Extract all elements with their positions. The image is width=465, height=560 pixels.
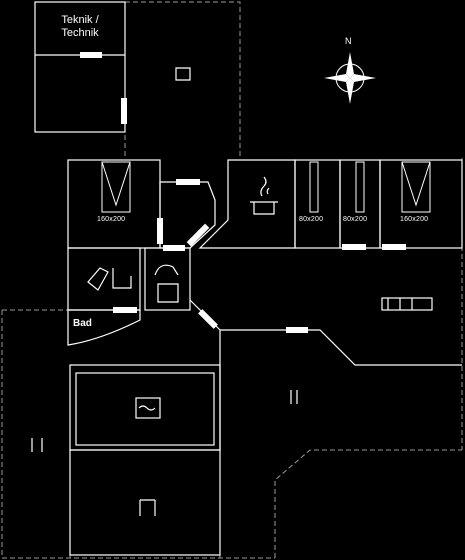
windows <box>31 67 298 516</box>
door-icon <box>113 307 137 313</box>
technik-room <box>34 1 126 133</box>
door-icon <box>186 223 210 247</box>
sofa-icon <box>381 297 433 311</box>
pool-hall <box>69 364 221 451</box>
sink-icon <box>87 267 132 291</box>
bath-room <box>67 309 141 346</box>
toilet-icon <box>154 264 179 303</box>
bedroom-2 <box>339 159 381 249</box>
bed-size-label: 160x200 <box>400 216 429 223</box>
window-icon <box>175 67 191 81</box>
beds <box>101 161 431 213</box>
doors <box>80 52 406 333</box>
kitchen <box>198 159 296 249</box>
bed-icon <box>355 161 365 213</box>
bed-size-label: 80x200 <box>343 216 368 223</box>
door-icon <box>286 327 308 333</box>
door-icon <box>198 309 218 329</box>
wc-room <box>144 247 191 311</box>
lower-room <box>69 449 221 556</box>
walls <box>34 1 463 556</box>
door-icon <box>342 244 366 250</box>
door-icon <box>163 245 185 251</box>
bad-label: Bad <box>73 318 92 329</box>
bed-size-label: 80x200 <box>299 216 324 223</box>
hallway <box>159 181 216 249</box>
pool-icon <box>135 397 161 419</box>
bed-icon <box>309 161 319 213</box>
technik-label-line2: Technik <box>61 27 99 39</box>
bedroom-3 <box>379 159 463 249</box>
bed-icon <box>101 161 131 213</box>
technik-label: Teknik / Technik <box>45 14 115 40</box>
technik-label-line1: Teknik / <box>61 14 99 26</box>
pool-basin <box>75 372 215 446</box>
window-icon <box>290 390 298 404</box>
window-icon <box>139 499 156 516</box>
door-icon <box>157 218 163 244</box>
cooking-pot-icon <box>250 176 278 215</box>
door-icon <box>80 52 102 58</box>
compass-rose-icon <box>324 52 376 104</box>
door-icon <box>382 244 406 250</box>
living-room-wall <box>220 329 462 366</box>
compass-north-label: N <box>345 36 352 46</box>
bed-size-label: 160x200 <box>97 216 126 223</box>
window-icon <box>31 438 43 452</box>
door-icon <box>176 179 200 185</box>
door-icon <box>121 98 127 124</box>
bedroom-left <box>67 159 161 249</box>
bed-icon <box>401 161 431 213</box>
